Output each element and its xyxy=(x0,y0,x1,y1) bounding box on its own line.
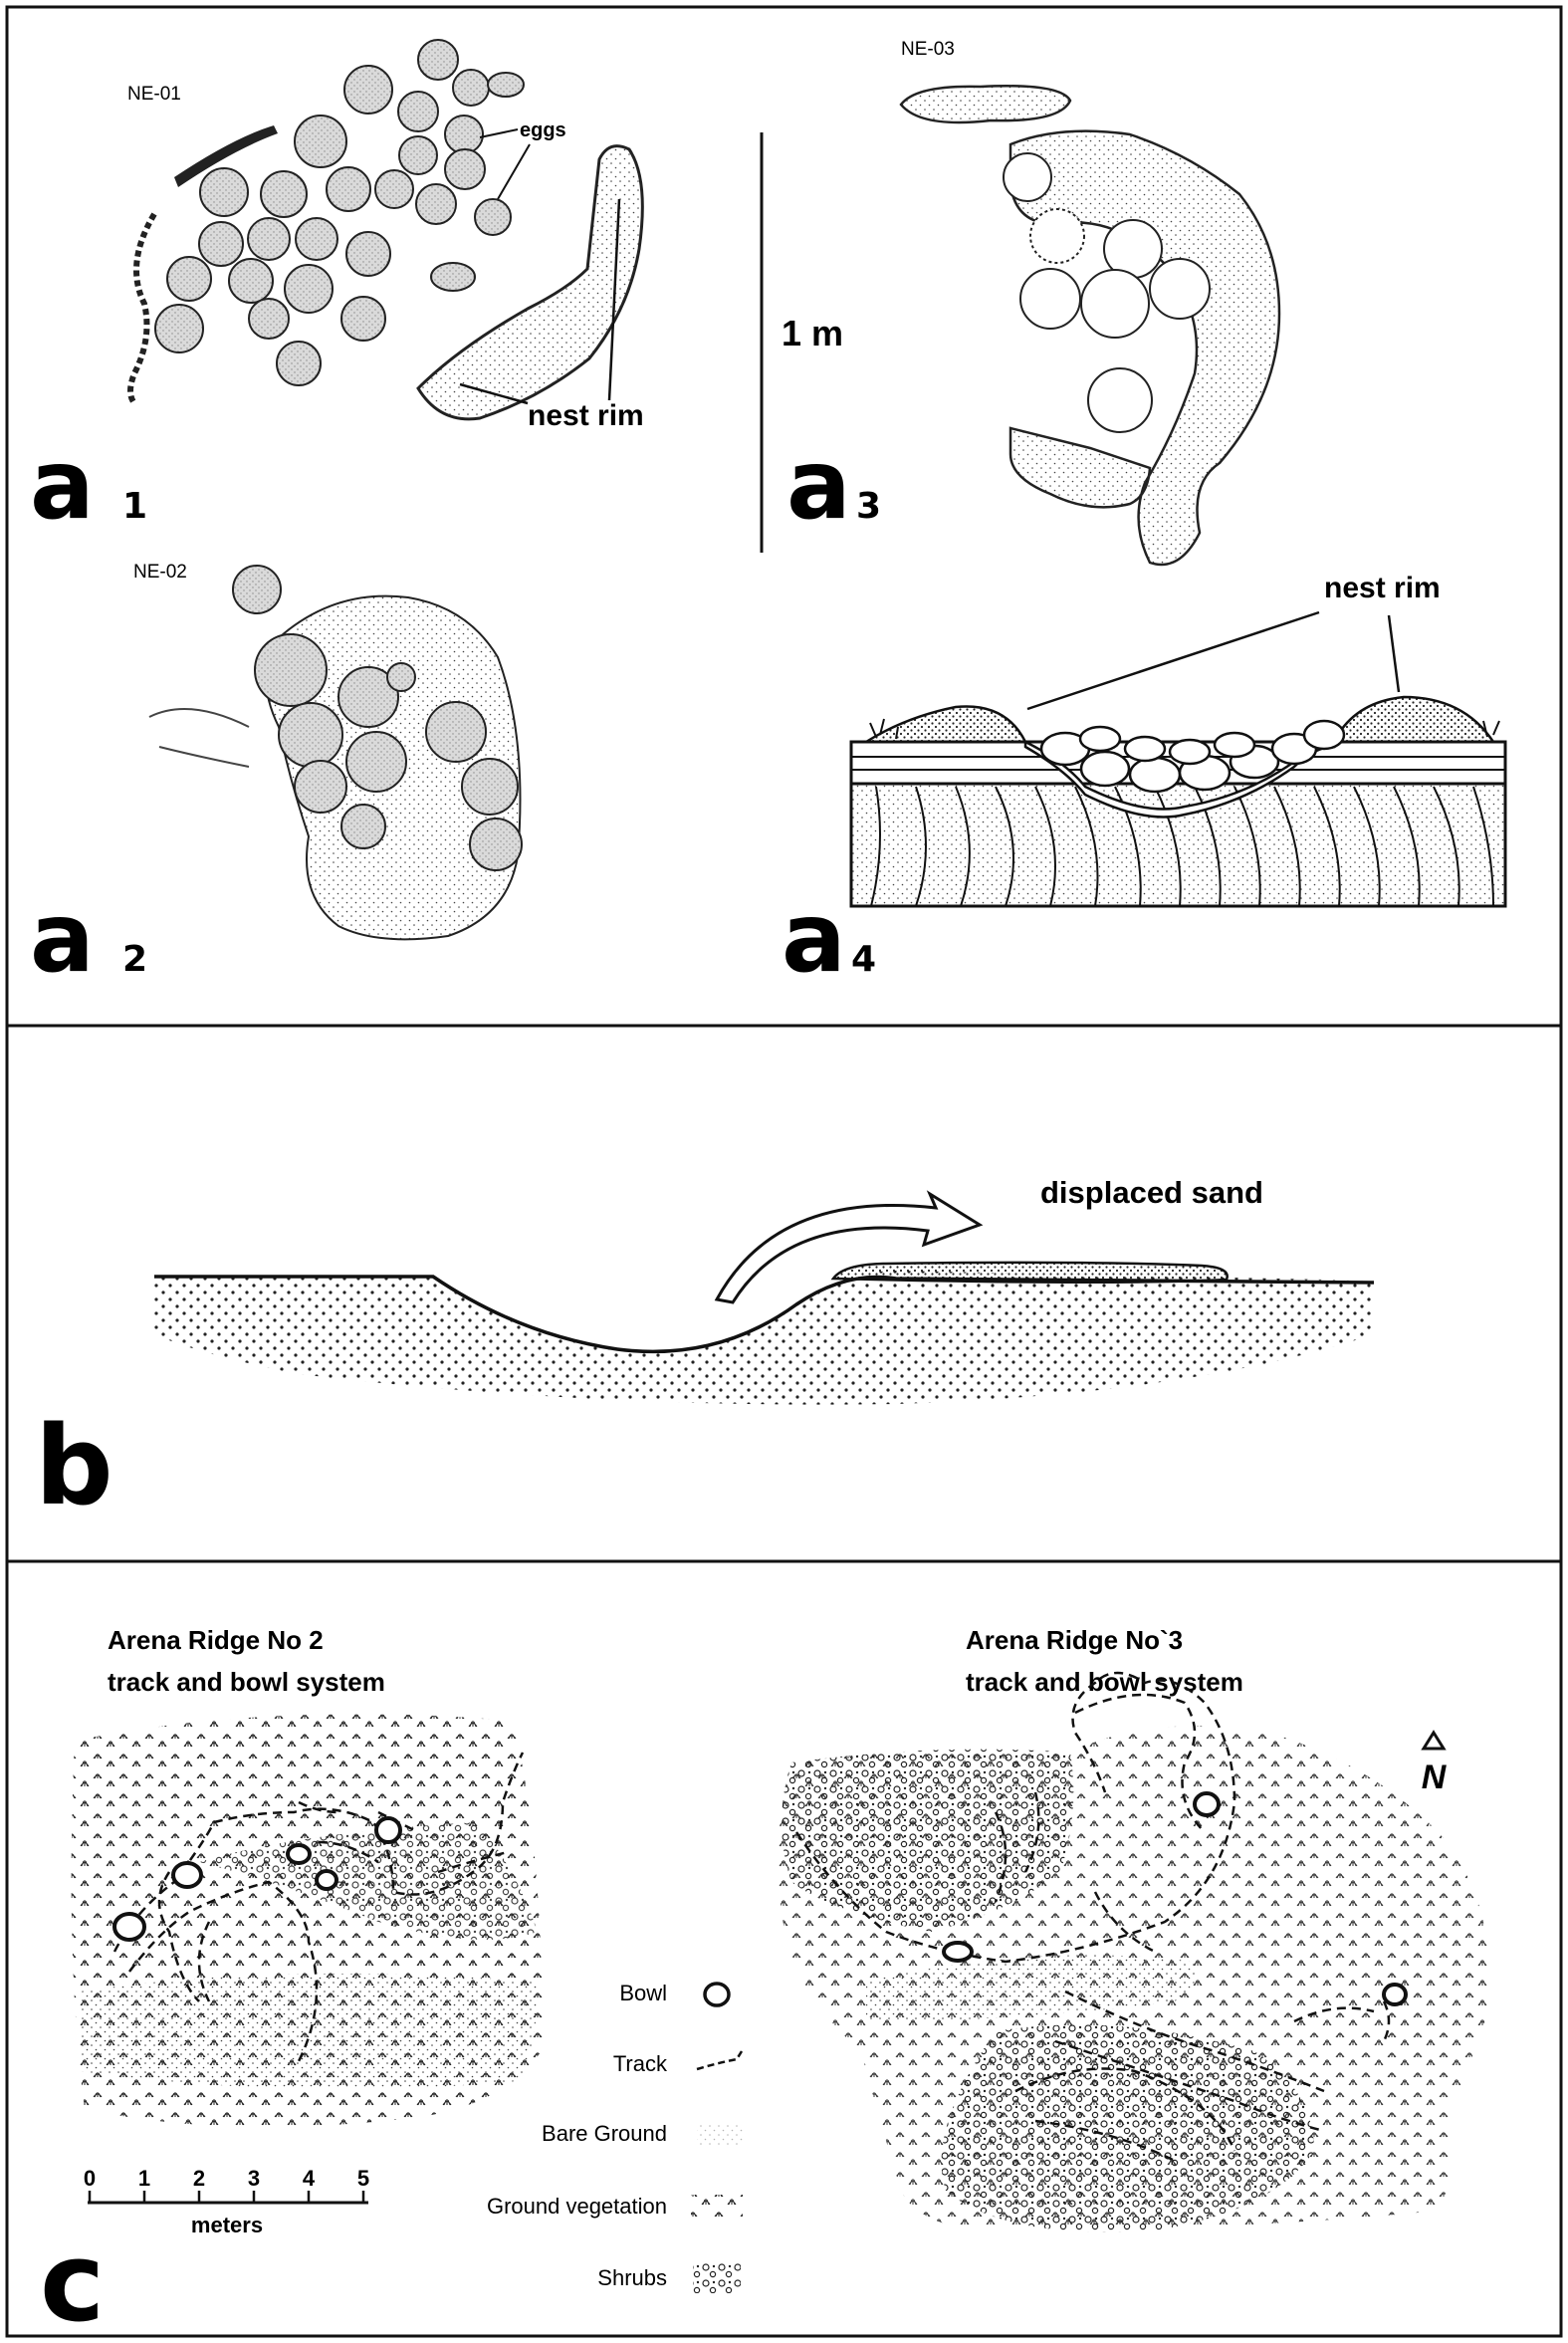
legend-item-track: Track xyxy=(613,2050,744,2076)
sub-label-a3: a 3 xyxy=(786,429,881,541)
sub-label-a2: a 2 xyxy=(30,882,147,994)
nest-ne-03: NE-03 xyxy=(899,39,1281,567)
legend-item-bare-ground: Bare Ground xyxy=(542,2121,743,2147)
section-eggs xyxy=(1039,719,1346,794)
map-arena-ridge-3: Arena Ridge No`3 track and bowl system xyxy=(778,1625,1490,2232)
bowls-right xyxy=(942,1791,1408,2006)
map-arena-ridge-2: Arena Ridge No 2 track and bowl system xyxy=(71,1625,544,2237)
egg-cluster-ne02 xyxy=(232,565,523,871)
scale-unit: meters xyxy=(191,2213,263,2237)
ground-surface-line xyxy=(154,1275,1375,1354)
legend-swatch-bare-ground xyxy=(697,2125,743,2147)
panel-a: NE-01 xyxy=(30,39,1507,994)
bare-ground-patch-left xyxy=(80,1974,538,2089)
nest-cross-section: nest rim xyxy=(849,572,1507,908)
scale-ticks xyxy=(88,2191,365,2203)
bowls-left xyxy=(112,1816,402,1942)
section-lower-bed xyxy=(849,780,1507,908)
map-right-title-1: Arena Ridge No`3 xyxy=(966,1625,1183,1655)
sub-label-a1: a 1 xyxy=(30,429,147,541)
nest-label-ne03: NE-03 xyxy=(901,39,955,60)
legend-label-bare-ground: Bare Ground xyxy=(542,2121,667,2146)
eggs-annotation: eggs xyxy=(520,119,566,141)
vegetation-sprig-right xyxy=(1482,720,1500,738)
nest-rim-annotation-a4: nest rim xyxy=(1324,572,1441,604)
scale-tick-3: 3 xyxy=(248,2166,260,2191)
nest-ne-02: NE-02 xyxy=(133,562,523,941)
eggs-leader-2 xyxy=(497,143,531,200)
legend-label-shrubs: Shrubs xyxy=(597,2265,667,2290)
scale-tick-5: 5 xyxy=(357,2166,369,2191)
track-network-right xyxy=(794,1671,1391,2163)
rim-mound-left xyxy=(861,705,1028,744)
shrub-patch-left xyxy=(199,1822,538,1940)
map-right-title-2: track and bowl system xyxy=(966,1667,1243,1697)
scale-bar-label: 1 m xyxy=(782,313,843,353)
panel-label-c: c xyxy=(40,2219,105,2343)
rim-fragment-bottom xyxy=(1008,426,1152,509)
legend-swatch-ground-vegetation xyxy=(691,2195,743,2217)
nest-rim-fragment xyxy=(174,125,278,187)
panel-c: Arena Ridge No 2 track and bowl system xyxy=(40,1625,1490,2343)
shrub-patch-right-2 xyxy=(941,2024,1314,2232)
nest-label-ne02: NE-02 xyxy=(133,562,187,583)
legend-label-track: Track xyxy=(613,2051,668,2076)
section-crossbeds xyxy=(870,786,1494,907)
nest-ne-01: NE-01 xyxy=(127,39,644,432)
nest-rim-right xyxy=(416,144,644,421)
legend-item-ground-vegetation: Ground vegetation xyxy=(487,2194,743,2219)
legend-item-bowl: Bowl xyxy=(619,1981,731,2007)
sub-label-letter: a xyxy=(30,882,95,994)
sand-body xyxy=(154,1271,1374,1405)
displaced-sand-label: displaced sand xyxy=(1040,1175,1263,1210)
outer-frame xyxy=(5,5,1563,2338)
scale-tick-1: 1 xyxy=(138,2166,150,2191)
sub-label-index: 2 xyxy=(122,939,147,980)
sub-label-letter: a xyxy=(782,882,846,994)
egg-cluster-ne01 xyxy=(154,39,525,386)
map-left-title-1: Arena Ridge No 2 xyxy=(108,1625,324,1655)
panel-label-b: b xyxy=(35,1402,113,1529)
rim-arc xyxy=(1008,129,1281,567)
map-scale-bar: 0 1 2 3 4 5 meters xyxy=(84,2166,369,2237)
nest-label-ne01: NE-01 xyxy=(127,84,181,105)
rim-fragment-top xyxy=(899,85,1072,124)
displacement-arrow xyxy=(714,1190,984,1304)
nest-outline-left xyxy=(127,212,157,405)
sub-label-letter: a xyxy=(786,429,851,541)
legend-item-shrubs: Shrubs xyxy=(597,2263,741,2293)
north-arrow-icon xyxy=(1421,1730,1447,1751)
legend-label-ground-vegetation: Ground vegetation xyxy=(487,2194,667,2219)
scale-tick-2: 2 xyxy=(193,2166,205,2191)
egg-cluster-ne03 xyxy=(1003,152,1211,433)
nest-rim-annotation-a1: nest rim xyxy=(528,399,644,432)
sub-label-index: 3 xyxy=(856,486,881,527)
nest-rim-leader-a1-2 xyxy=(459,382,529,405)
sub-label-index: 1 xyxy=(122,486,147,527)
sub-label-letter: a xyxy=(30,429,95,541)
eggs-leader-1 xyxy=(479,128,519,138)
north-label: N xyxy=(1422,1758,1448,1796)
legend-swatch-bowl xyxy=(703,1982,731,2007)
panel-b: displaced sand b xyxy=(35,1175,1375,1529)
nest-ne02-rim-left xyxy=(148,708,250,768)
legend-label-bowl: Bowl xyxy=(619,1981,667,2005)
legend-swatch-shrubs xyxy=(693,2263,741,2293)
north-arrow: N xyxy=(1421,1730,1448,1796)
nest-rim-leader-a4-right xyxy=(1387,614,1401,693)
nest-rim-leader-a1 xyxy=(607,198,621,401)
sub-label-a4: a 4 xyxy=(782,882,876,994)
legend: Bowl Track Bare Ground Ground vegetation… xyxy=(487,1981,744,2293)
nest-rim-leader-a4-left xyxy=(1026,610,1320,711)
rim-mound-right xyxy=(1331,695,1496,744)
vegetation-sprig-left xyxy=(869,718,899,740)
legend-swatch-track xyxy=(696,2050,744,2071)
scale-tick-4: 4 xyxy=(303,2166,316,2191)
sub-label-index: 4 xyxy=(851,939,876,980)
scale-tick-0: 0 xyxy=(84,2166,96,2191)
bare-ground-patch-right xyxy=(866,1955,1198,2021)
map-left-title-2: track and bowl system xyxy=(108,1667,385,1697)
